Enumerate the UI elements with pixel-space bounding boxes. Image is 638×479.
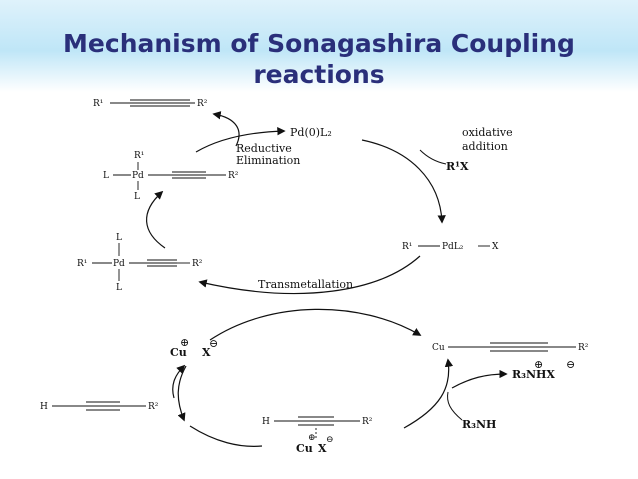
product-r2: R² — [197, 99, 208, 109]
pi-h: H — [262, 417, 270, 427]
cis-r1: R¹ — [134, 151, 144, 161]
cis-l-bottom: L — [134, 192, 140, 202]
reductive-elimination-label-2: Elimination — [236, 154, 300, 167]
acetylide-r2: R² — [578, 343, 589, 353]
oxidative-addition-arrow — [361, 139, 446, 224]
complexation-arrow — [177, 365, 187, 422]
cis-l-left: L — [103, 171, 109, 181]
r1x-entry-hook — [419, 149, 447, 165]
copper-salt: Cu ⊕ X ⊖ — [170, 336, 218, 359]
terminal-r2: R² — [148, 402, 159, 412]
pi-minus: ⊖ — [326, 435, 334, 445]
deprotonation-arrow — [403, 358, 454, 429]
cux-x: X — [202, 346, 211, 359]
acetylide-cu: Cu — [432, 343, 445, 353]
title-banner — [0, 0, 638, 92]
transmetallation-arrow — [198, 255, 421, 295]
trans-pd-complex: L R¹ Pd R² L — [77, 233, 203, 293]
pd0-catalyst: Pd(0)L₂ — [290, 126, 332, 139]
cux-minus: ⊖ — [209, 337, 218, 350]
ammonium-salt: R₃NHX — [512, 368, 555, 381]
r1x-reagent: R¹X — [446, 160, 469, 173]
oxidative-addition-label-1: oxidative — [462, 126, 513, 139]
isomerization-arrow — [146, 190, 166, 249]
byproduct-arrow — [451, 369, 508, 389]
oxidative-addition-label-2: addition — [462, 140, 508, 153]
trans-l-top: L — [116, 233, 122, 243]
trans-l-bottom: L — [116, 283, 122, 293]
trans-r2: R² — [192, 259, 203, 269]
cis-r2: R² — [228, 171, 239, 181]
complex-r1: R¹ — [402, 242, 412, 252]
terminal-h: H — [40, 402, 48, 412]
cis-pd: Pd — [132, 171, 144, 181]
oxidative-addition-complex: R¹ PdL₂ X — [402, 242, 499, 252]
title-line-2: reactions — [253, 60, 385, 89]
copper-regeneration-arrow — [172, 364, 186, 399]
cis-pd-complex: R¹ L Pd R² L — [103, 151, 239, 202]
regeneration-arrow — [195, 127, 286, 153]
complex-pdl2: PdL₂ — [442, 242, 464, 252]
cux-plus: ⊕ — [180, 336, 189, 349]
reductive-elimination-label-1: Reductive — [236, 142, 292, 155]
pi-x: X — [318, 442, 327, 455]
ammonium-plus: ⊕ — [534, 358, 543, 371]
copper-acetylide: Cu R² — [432, 342, 589, 353]
trans-r1: R¹ — [77, 259, 87, 269]
amine-base: R₃NH — [462, 418, 496, 431]
transmetallation-label: Transmetallation — [258, 278, 353, 291]
cux-cu: Cu — [170, 346, 187, 359]
pi-cu: Cu — [296, 442, 313, 455]
product-release-arrow — [212, 111, 240, 147]
copper-top-arrow — [209, 308, 422, 341]
pi-r2: R² — [362, 417, 373, 427]
complex-x: X — [492, 242, 499, 252]
slide-title: Mechanism of Sonagashira Coupling reacti… — [0, 28, 638, 90]
pi-plus: ⊕ — [308, 433, 316, 443]
title-line-1: Mechanism of Sonagashira Coupling — [63, 29, 575, 58]
trans-pd: Pd — [113, 259, 125, 269]
amine-entry-hook — [447, 391, 463, 421]
product-r1: R¹ — [93, 99, 103, 109]
ammonium-minus: ⊖ — [566, 358, 575, 371]
copper-bottom-arc — [189, 425, 263, 447]
product-alkyne: R¹ R² — [93, 99, 208, 109]
copper-pi-complex: H R² Cu ⊕ X ⊖ — [262, 416, 373, 455]
terminal-alkyne: H R² — [40, 401, 159, 412]
